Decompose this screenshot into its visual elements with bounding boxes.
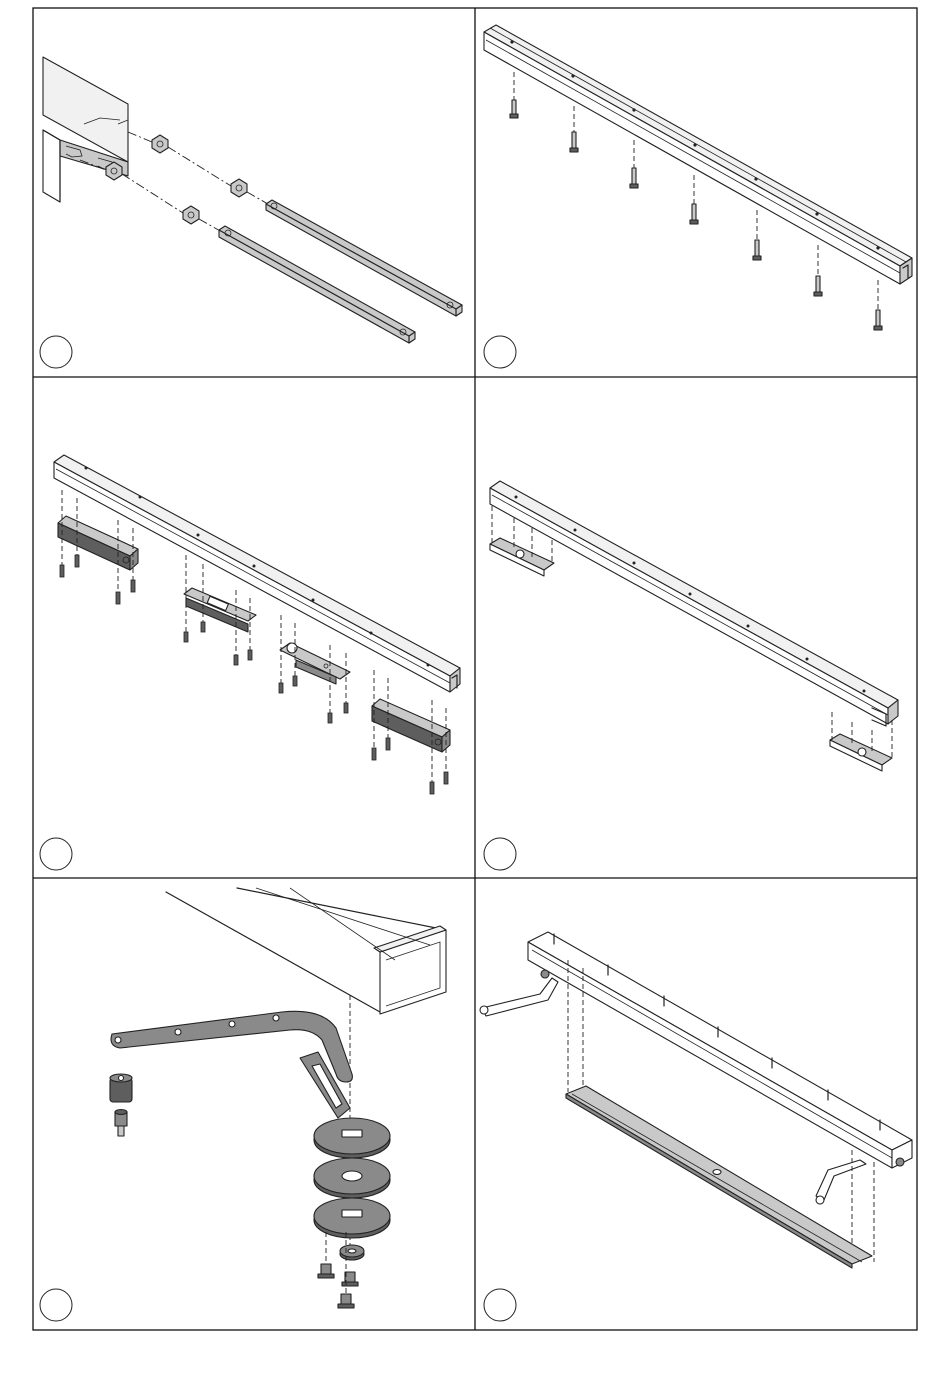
step-circle-1 [40,336,72,368]
panel-5 [40,888,446,1321]
rail [484,25,912,284]
panel-6 [480,932,912,1321]
washers [314,1118,390,1260]
rail-outline [528,932,912,1168]
arm-left [480,970,558,1016]
module-center-1 [184,588,256,632]
module-center-2 [280,643,350,684]
panel-1 [40,57,462,368]
step-circle-6 [484,1289,516,1321]
mounting-screws [510,72,882,330]
spacer-and-screw [110,1074,132,1136]
step-circle-5 [40,1289,72,1321]
profile-closeup [166,888,446,1014]
flat-bars [219,200,462,343]
panel-4 [484,481,898,870]
rail [54,455,460,692]
module-left [58,516,138,570]
module-right [372,699,450,752]
rail [490,481,898,726]
step-circle-4 [484,838,516,870]
step-circle-2 [484,336,516,368]
step-circle-3 [40,838,72,870]
panel-3 [40,455,460,870]
panel-2 [484,25,912,368]
bottom-screws [318,1232,358,1308]
profile-end [43,57,128,202]
